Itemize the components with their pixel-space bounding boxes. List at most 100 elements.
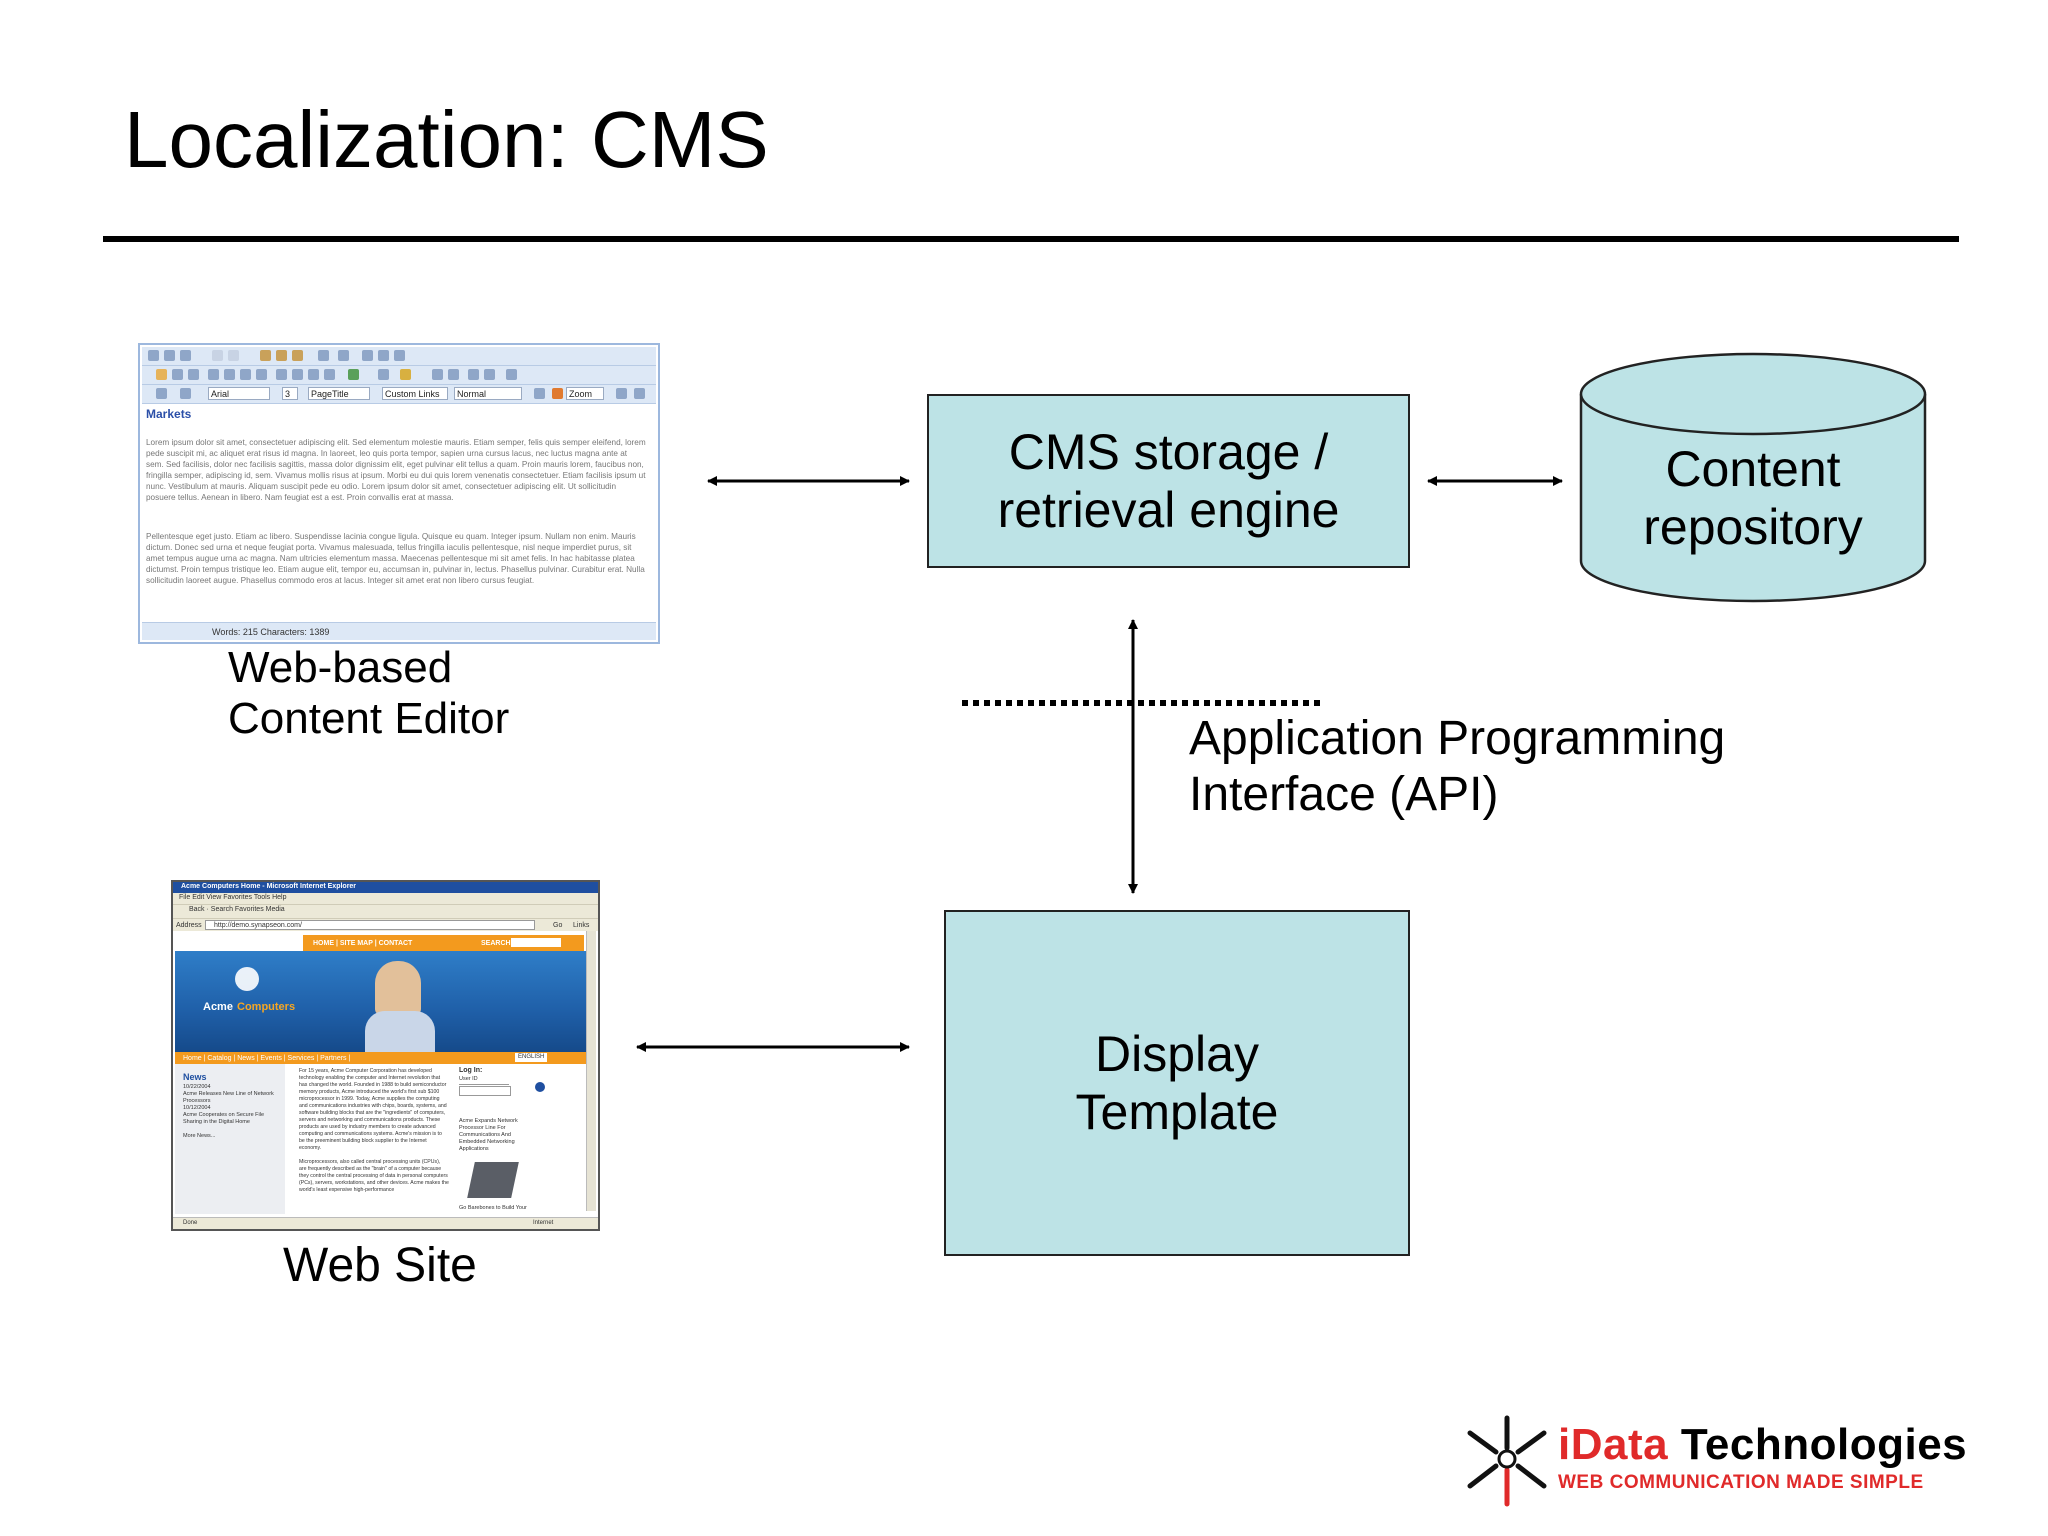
site-search-input[interactable]	[511, 938, 561, 947]
address-field[interactable]: http://demo.synapseon.com/	[205, 920, 535, 930]
underline-icon	[188, 369, 199, 380]
cms-engine-line-2: retrieval engine	[997, 482, 1340, 538]
paste-icon	[260, 350, 271, 361]
site-hero-banner: Acme Computers	[175, 951, 586, 1052]
clean-icon	[394, 350, 405, 361]
logo-brand-suffix: Technologies	[1668, 1420, 1968, 1469]
status-right: Internet	[533, 1220, 554, 1226]
browser-scrollbar[interactable]	[586, 931, 596, 1211]
form-icon	[484, 369, 495, 380]
promo-caption: Go Barebones to Build Your	[459, 1205, 527, 1211]
editor-toolbar-1	[142, 347, 656, 366]
repository-line-1: Content	[1665, 441, 1841, 497]
font-select[interactable]: Arial	[208, 387, 270, 400]
display-template-box: Display Template	[944, 910, 1410, 1256]
site-nav-bar: HOME | SITE MAP | CONTACT SEARCH	[303, 935, 584, 951]
flash-icon	[378, 350, 389, 361]
align-center-icon	[224, 369, 235, 380]
content-repository-cylinder	[1579, 352, 1927, 603]
links-label: Links	[573, 922, 590, 929]
motherboard-image	[467, 1162, 519, 1198]
align-left-icon	[208, 369, 219, 380]
paste-text-icon	[276, 350, 287, 361]
browser-menu-bar: File Edit View Favorites Tools Help	[173, 893, 598, 904]
editor-paragraph-1: Lorem ipsum dolor sit amet, consectetuer…	[146, 438, 646, 502]
website-screenshot: Acme Computers Home - Microsoft Internet…	[171, 880, 600, 1231]
language-select[interactable]: ENGLISH	[515, 1053, 548, 1062]
browser-address-bar: Address http://demo.synapseon.com/ Go Li…	[173, 918, 598, 932]
site-orange-nav-links[interactable]: Home | Catalog | News | Events | Service…	[183, 1055, 351, 1062]
hero-person-image	[375, 961, 421, 1015]
print-preview-icon	[634, 388, 645, 399]
display-template-line-2: Template	[1075, 1084, 1279, 1140]
password-field[interactable]	[459, 1086, 511, 1096]
login-heading: Log In:	[459, 1067, 483, 1074]
promo-text: Acme Expands Network Processor Line For …	[459, 1118, 518, 1152]
news-heading: News	[183, 1072, 207, 1082]
editor-caption-line-1: Web-based	[228, 643, 453, 692]
special-icon	[534, 388, 545, 399]
editor-screenshot: Arial 3 PageTitle Custom Links Normal Zo…	[138, 343, 660, 644]
format-select[interactable]: Normal	[454, 387, 522, 400]
site-news-column: News 10/22/2004 Acme Releases New Line o…	[175, 1064, 285, 1214]
editor-paragraph-2: Pellentesque eget justo. Etiam ac libero…	[146, 532, 645, 585]
superscript-icon	[432, 369, 443, 380]
site-body-text: For 15 years, Acme Computer Corporation …	[299, 1068, 449, 1193]
editor-toolbar-2	[142, 366, 656, 385]
login-go-icon[interactable]	[535, 1082, 545, 1092]
acme-logo-icon	[235, 967, 259, 991]
indent-icon	[276, 369, 287, 380]
editor-heading: Markets	[146, 407, 192, 421]
style-select[interactable]: PageTitle	[308, 387, 370, 400]
website-caption: Web Site	[283, 1239, 477, 1292]
logo-tagline: WEB COMMUNICATION MADE SIMPLE	[1558, 1472, 1924, 1493]
align-right-icon	[240, 369, 251, 380]
undo-icon	[148, 350, 159, 361]
outdent-icon	[292, 369, 303, 380]
news-items[interactable]: 10/22/2004 Acme Releases New Line of Net…	[183, 1084, 274, 1139]
refresh-icon	[616, 388, 627, 399]
logo-brand: iData Technologies	[1558, 1420, 1967, 1470]
title-rule	[103, 236, 1959, 242]
content-repository-label: Content repository	[1581, 440, 1925, 556]
check-icon	[552, 388, 563, 399]
go-button[interactable]: Go	[553, 922, 563, 929]
browser-status-bar: Done Internet	[173, 1217, 598, 1229]
site-brand-word-1: Acme	[203, 1001, 233, 1013]
font-color-icon	[156, 388, 167, 399]
user-id-field[interactable]: User ID	[459, 1075, 509, 1085]
browser-toolbar: Back · Search Favorites Media	[173, 904, 598, 919]
hero-person-body	[365, 1011, 435, 1052]
links-select[interactable]: Custom Links	[382, 387, 448, 400]
editor-toolbar-3: Arial 3 PageTitle Custom Links Normal Zo…	[142, 385, 656, 404]
cms-engine-line-1: CMS storage /	[1008, 424, 1329, 480]
rule-icon	[468, 369, 479, 380]
print-icon	[164, 350, 175, 361]
site-nav-links[interactable]: HOME | SITE MAP | CONTACT	[313, 940, 413, 947]
subscript-icon	[448, 369, 459, 380]
paste-word-icon	[292, 350, 303, 361]
display-template-line-1: Display	[1095, 1026, 1259, 1082]
api-caption: Application Programming Interface (API)	[1189, 711, 1725, 822]
redo-icon	[318, 350, 329, 361]
list-icon	[308, 369, 319, 380]
idata-starburst-icon	[1467, 1415, 1547, 1507]
cut-icon	[212, 350, 223, 361]
editor-caption: Web-based Content Editor	[228, 642, 509, 744]
symbol-icon	[378, 369, 389, 380]
link-icon	[348, 369, 359, 380]
italic-icon	[172, 369, 183, 380]
highlight-icon	[400, 369, 411, 380]
address-label: Address	[176, 922, 202, 929]
slide-title: Localization: CMS	[124, 95, 769, 184]
zoom-select[interactable]: Zoom	[566, 387, 604, 400]
spell-icon	[180, 350, 191, 361]
logo-brand-prefix: iData	[1558, 1420, 1669, 1469]
bg-color-icon	[180, 388, 191, 399]
size-select[interactable]: 3	[282, 387, 298, 400]
help-icon	[506, 369, 517, 380]
editor-status-bar: Words: 215 Characters: 1389	[142, 622, 656, 640]
api-caption-line-2: Interface (API)	[1189, 767, 1499, 821]
site-orange-nav: Home | Catalog | News | Events | Service…	[175, 1052, 586, 1064]
